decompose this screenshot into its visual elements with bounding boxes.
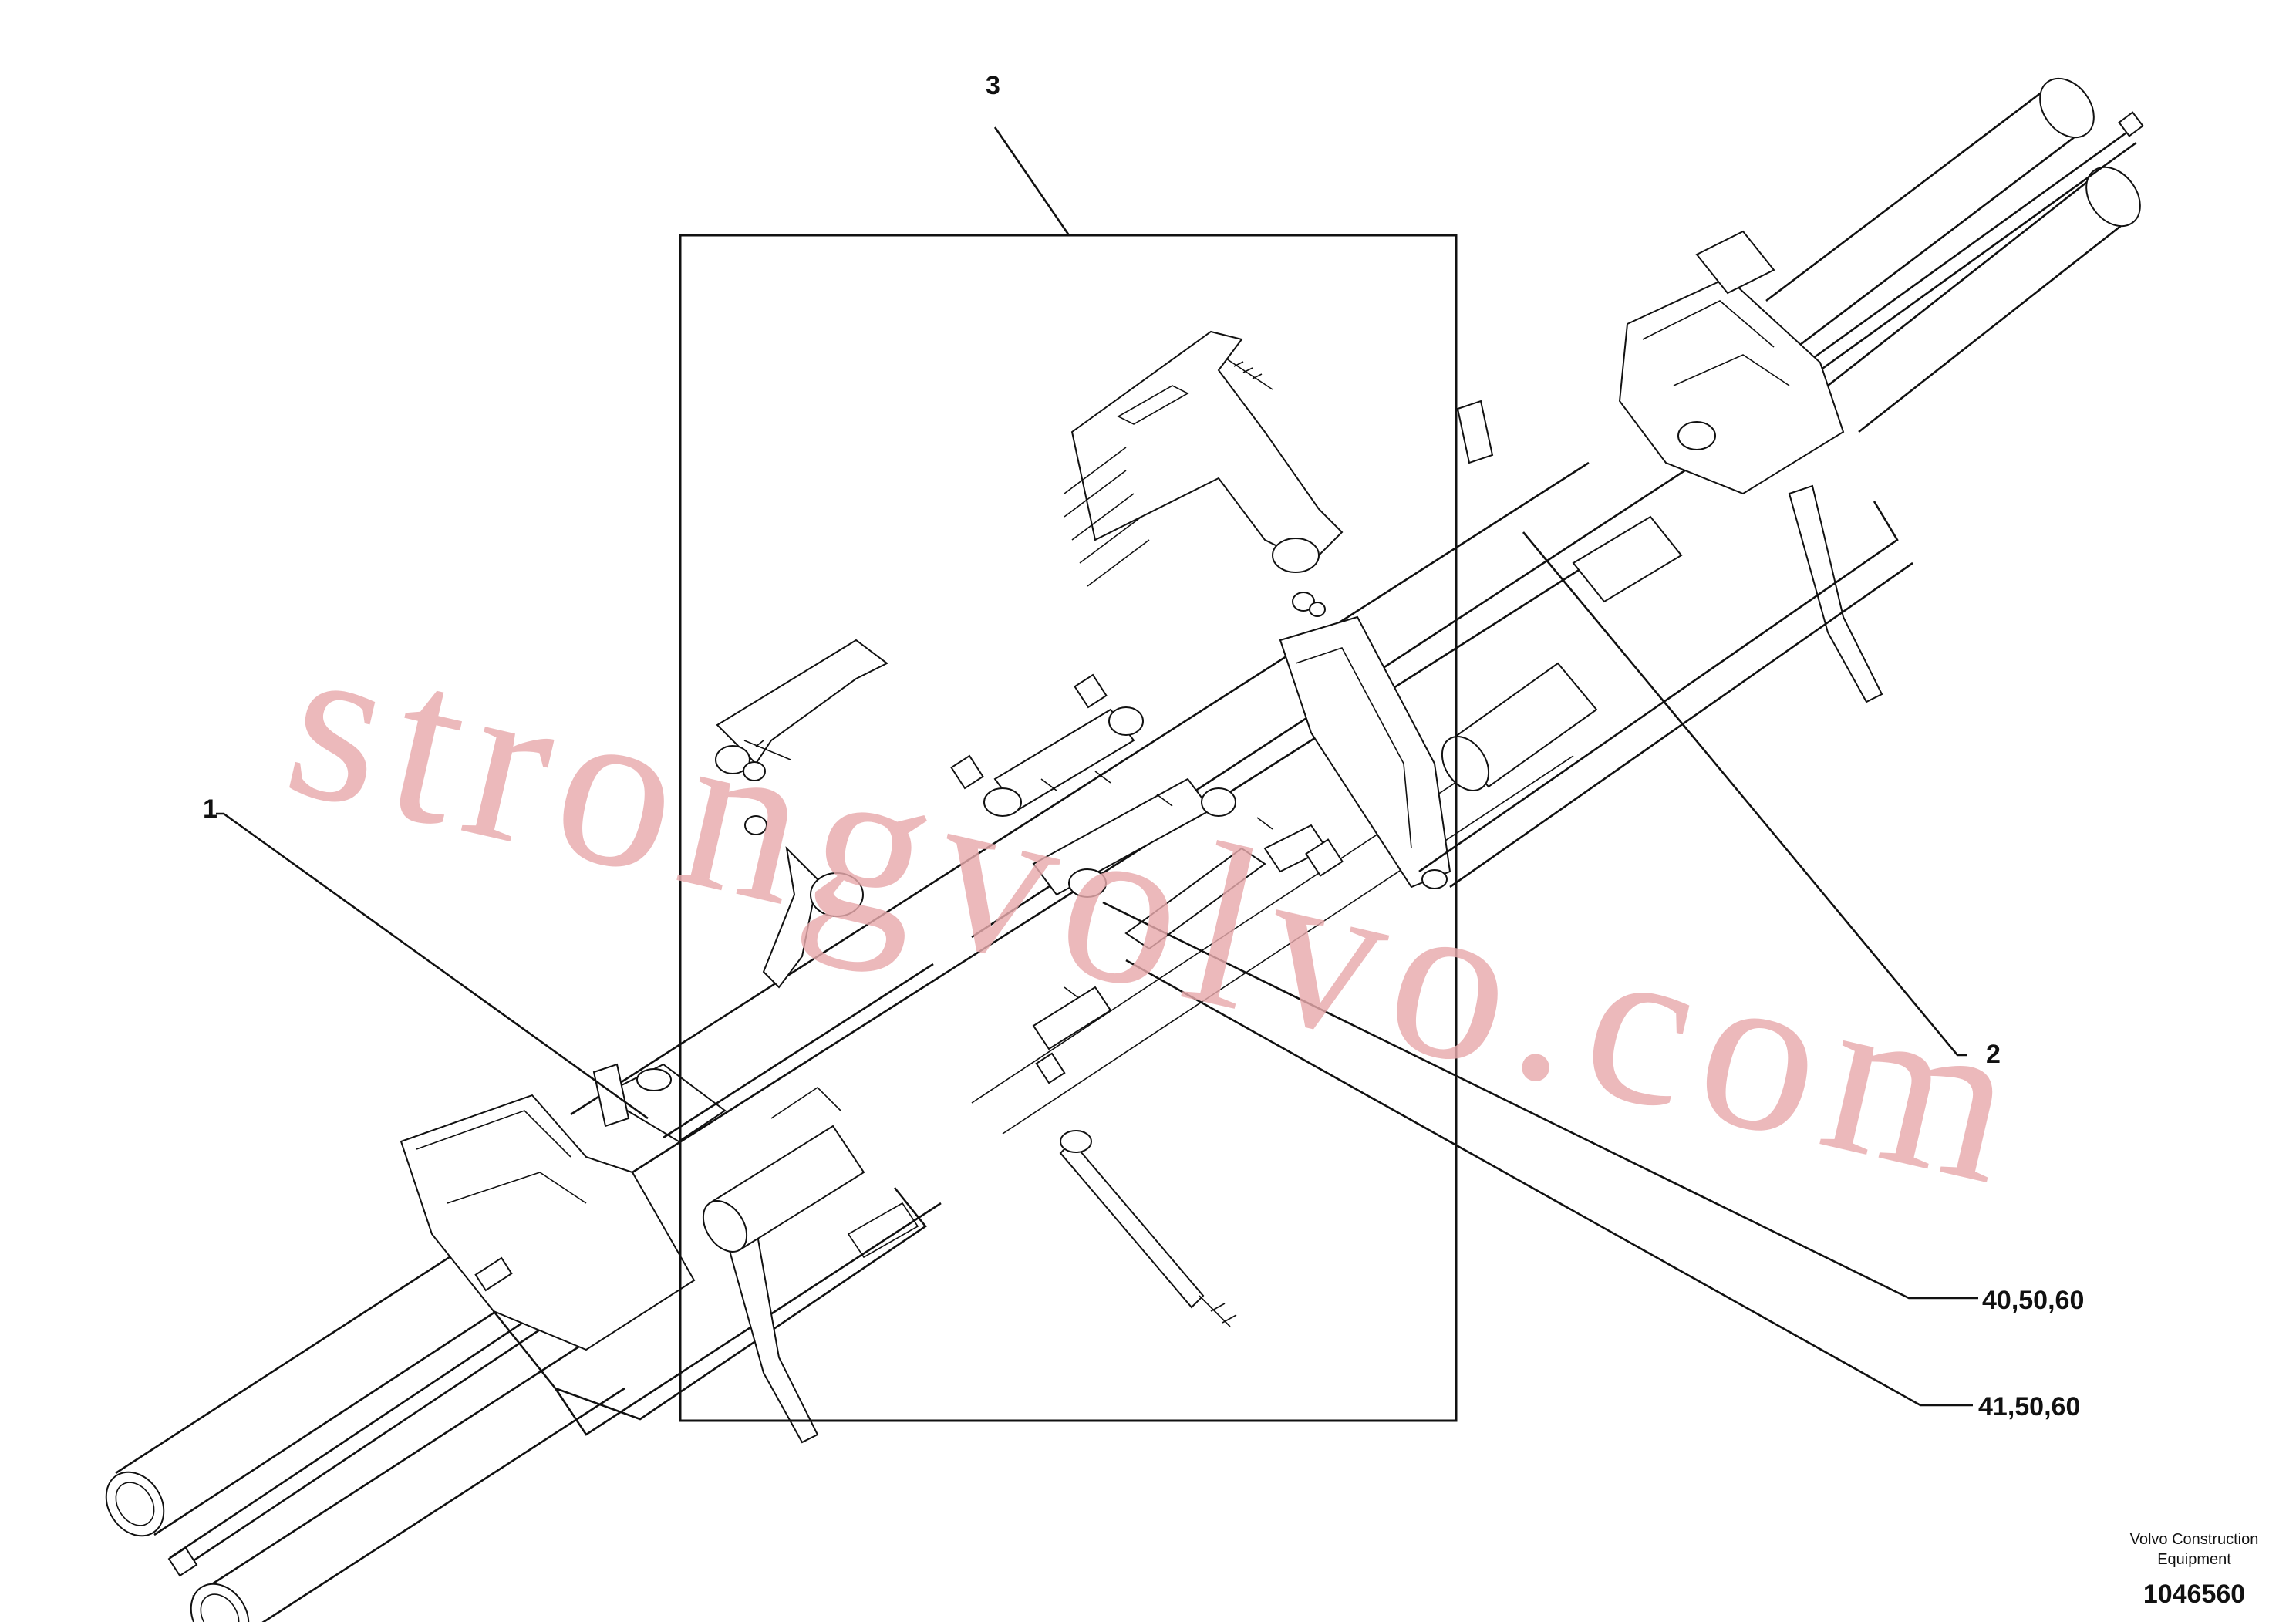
exploded-components xyxy=(715,330,1344,1327)
leader-lines xyxy=(216,126,1978,1407)
callout-3: 3 xyxy=(986,71,1000,100)
left-bracket xyxy=(715,639,888,989)
callout-2: 2 xyxy=(1986,1040,2001,1069)
credit-line-2: Equipment xyxy=(2157,1551,2231,1568)
left-housing xyxy=(400,1063,942,1436)
right-lever-arm xyxy=(1788,484,1883,703)
lower-rod xyxy=(1059,1130,1237,1327)
left-tubes xyxy=(105,1217,625,1622)
document-number: 1046560 xyxy=(2143,1580,2245,1609)
right-screed-unit xyxy=(1279,77,2144,889)
right-frame xyxy=(1279,501,1913,889)
comb-plate xyxy=(1064,330,1344,617)
callout-40-50-60: 40,50,60 xyxy=(1982,1286,2084,1315)
callout-1: 1 xyxy=(203,794,217,824)
right-tubes xyxy=(1765,77,2144,433)
cylinder-links xyxy=(950,673,1344,1084)
callout-41-50-60: 41,50,60 xyxy=(1978,1392,2080,1421)
left-screed-unit xyxy=(105,1063,942,1622)
right-housing xyxy=(1618,230,1845,495)
left-motor xyxy=(702,1086,919,1259)
credit-line-1: Volvo Construction xyxy=(2130,1531,2259,1548)
